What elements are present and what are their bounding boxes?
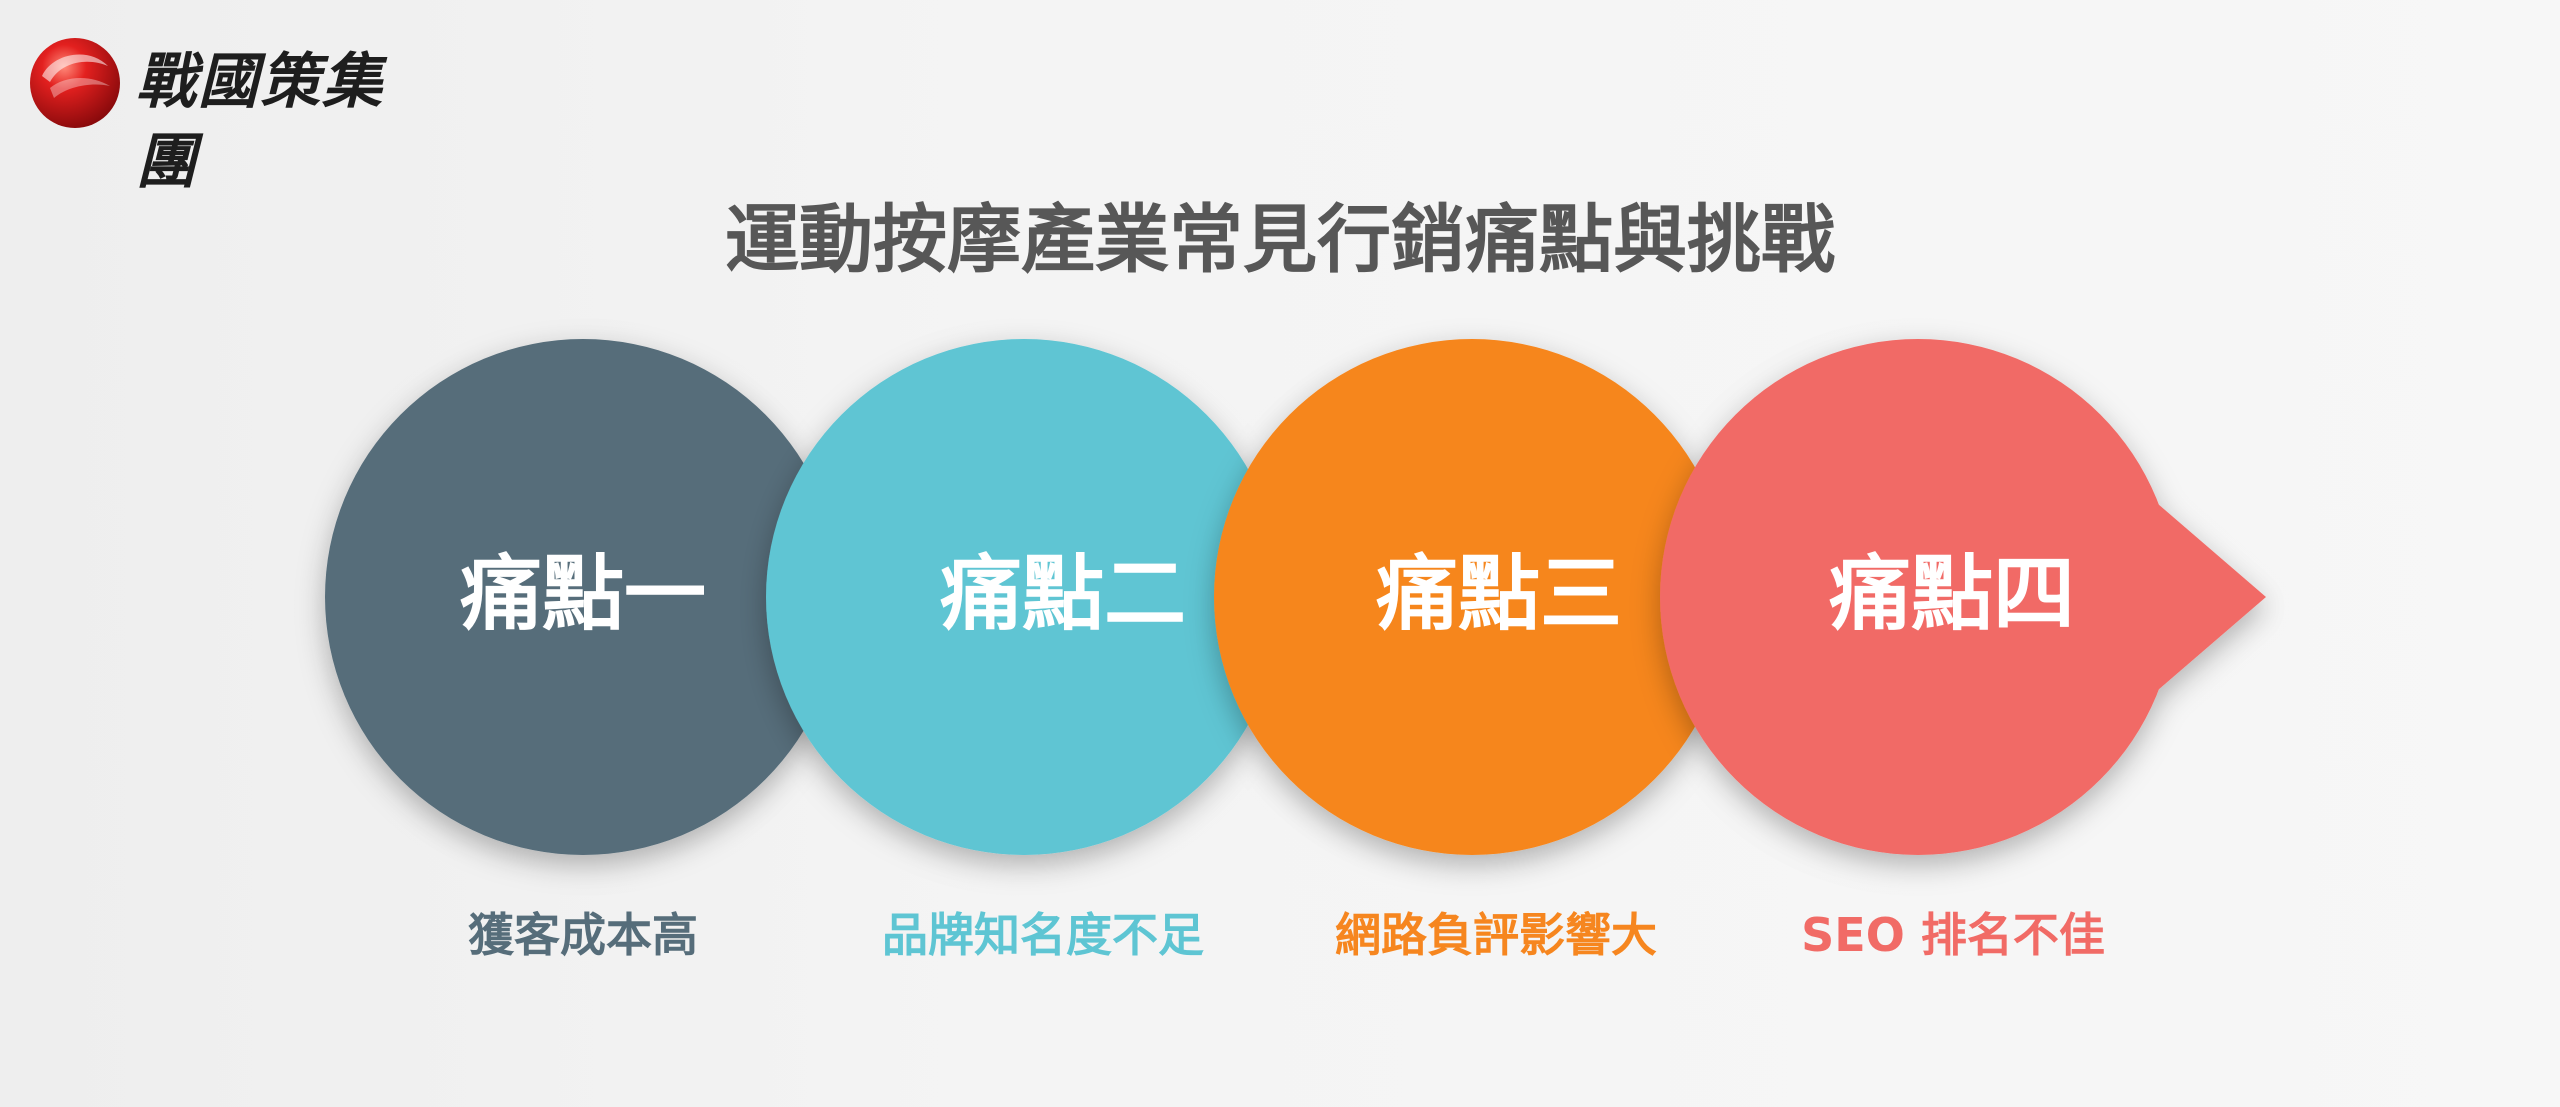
pain-point-circle-1: [325, 339, 841, 855]
pain-point-4-label: 痛點四: [1828, 547, 2075, 642]
pain-point-circle-4: [1660, 339, 2176, 855]
logo-mark-icon: [30, 38, 120, 128]
pain-point-2-caption: 品牌知名度不足: [882, 908, 1204, 962]
pain-point-node-4: [1660, 339, 2266, 855]
pain-point-circle-2: [766, 339, 1282, 855]
pain-point-2-label: 痛點二: [939, 547, 1186, 642]
pain-point-circle-3: [1214, 339, 1730, 855]
pain-point-4-caption: SEO 排名不佳: [1801, 908, 2105, 962]
logo-text: 戰國策集團: [136, 47, 384, 197]
page-title: 運動按摩產業常見行銷痛點與挑戰: [725, 197, 1835, 283]
brand-logo: 戰國策集團: [28, 36, 428, 197]
pain-point-3-caption: 網路負評影響大: [1335, 908, 1657, 962]
pain-point-1-label: 痛點一: [459, 547, 706, 642]
pain-point-3-label: 痛點三: [1375, 547, 1622, 642]
pain-point-1-caption: 獲客成本高: [468, 908, 698, 962]
